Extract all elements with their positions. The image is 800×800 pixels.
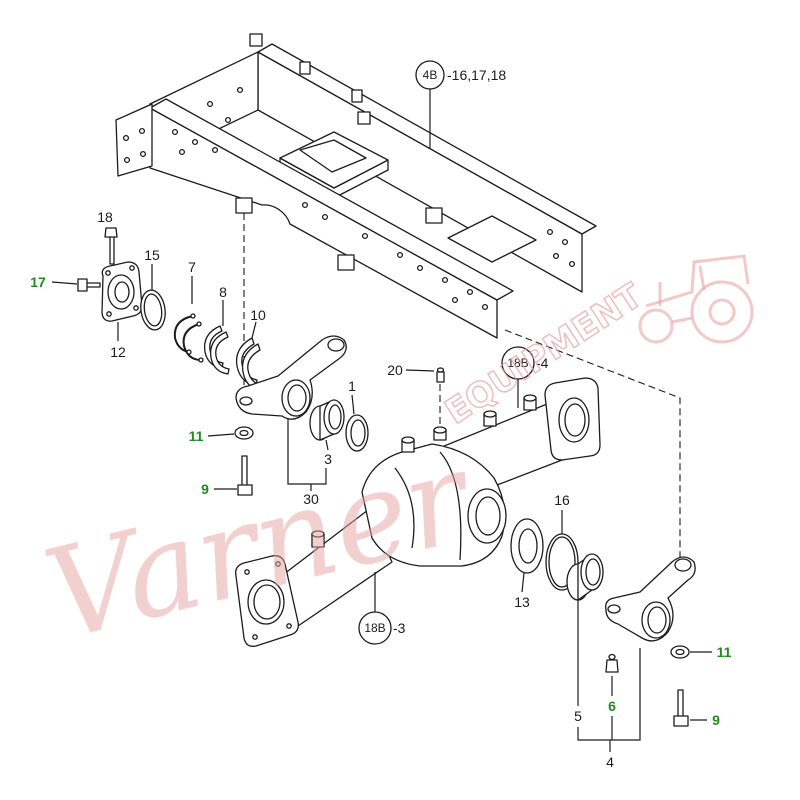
shim-13 — [510, 518, 544, 574]
ref-circle — [358, 611, 392, 645]
axle-housing-lower — [235, 426, 507, 647]
frame-rear-crossmember — [447, 215, 537, 263]
frame-front-plate — [115, 103, 153, 177]
callout-6: 6 — [608, 698, 616, 714]
callout-17: 17 — [30, 274, 46, 290]
frame-mid-crossmember-plate — [299, 139, 367, 173]
ref-axle-housing-code: 18B — [364, 621, 385, 635]
ref-circle — [415, 60, 445, 90]
ref-frame-suffix: -16,17,18 — [447, 67, 506, 83]
shim-8 — [203, 325, 230, 375]
callout-1: 1 — [348, 378, 356, 394]
callout-11-left: 11 — [189, 428, 204, 444]
bolt-9-left — [237, 455, 253, 496]
pivot-bracket-rear — [605, 556, 696, 642]
ref-frame-code: 4B — [423, 68, 438, 82]
callout-labels: 18 17 15 7 8 10 12 20 1 11 3 9 30 16 13 … — [30, 209, 731, 770]
oring-15 — [140, 289, 166, 331]
frame-near-rail-holes — [171, 128, 489, 311]
callout-18: 18 — [97, 209, 113, 225]
ref-axle-upper-code: 18B — [507, 356, 528, 370]
circlip-7 — [173, 313, 204, 363]
ref-axle-housing-18b-3: 18B -3 — [358, 572, 406, 645]
watermark-tractor-logo — [638, 254, 754, 344]
bolt-18 — [104, 227, 118, 265]
ref-circle — [501, 346, 535, 380]
callout-12: 12 — [110, 344, 126, 360]
grease-fitting-20 — [436, 367, 445, 383]
ring-1 — [345, 414, 369, 452]
callout-3: 3 — [324, 451, 332, 467]
callout-9-right: 9 — [712, 712, 720, 728]
bolt-9-right — [673, 689, 689, 727]
flange-12 — [101, 261, 143, 322]
callout-11-right: 11 — [717, 644, 732, 660]
callout-30: 30 — [303, 491, 319, 507]
bushing-3 — [309, 399, 345, 441]
main-frame — [115, 33, 597, 339]
frame-top-bracket — [299, 61, 311, 75]
washer-11-left — [234, 426, 254, 440]
frame-near-rail — [149, 107, 498, 339]
ref-axle-upper-suffix: -4 — [536, 355, 549, 371]
callout-20: 20 — [387, 362, 403, 378]
callout-9-left: 9 — [201, 481, 209, 497]
bolt-17 — [77, 278, 101, 292]
ref-axle-upper-18b-4: 18B -4 — [501, 346, 549, 408]
frame-far-rail-top — [257, 43, 597, 235]
frame-top-bracket — [357, 111, 371, 125]
frame-far-rail-holes — [546, 228, 576, 268]
callout-13: 13 — [514, 594, 530, 610]
callout-10: 10 — [250, 307, 266, 323]
callout-7: 7 — [188, 259, 196, 275]
callout-16: 16 — [554, 492, 570, 508]
callout-4: 4 — [606, 754, 614, 770]
callout-5: 5 — [574, 708, 582, 724]
alignment-line-rear — [504, 329, 681, 558]
frame-mount-block — [337, 254, 355, 271]
frame-front-plate-holes — [122, 127, 147, 164]
grease-fitting-6 — [605, 653, 619, 673]
frame-mount-block — [235, 197, 253, 214]
pivot-bracket-front — [235, 335, 347, 420]
frame-top-bracket — [249, 33, 263, 47]
callout-8: 8 — [219, 284, 227, 300]
ref-axle-housing-suffix: -3 — [393, 620, 406, 636]
frame-near-rail-top — [149, 98, 514, 301]
washer-11-right — [670, 645, 690, 659]
ref-frame-4b: 4B -16,17,18 — [415, 60, 506, 148]
callout-15: 15 — [144, 247, 160, 263]
frame-mount-block — [425, 207, 443, 224]
frame-top-bracket — [351, 89, 363, 103]
leader-lines — [51, 264, 712, 752]
